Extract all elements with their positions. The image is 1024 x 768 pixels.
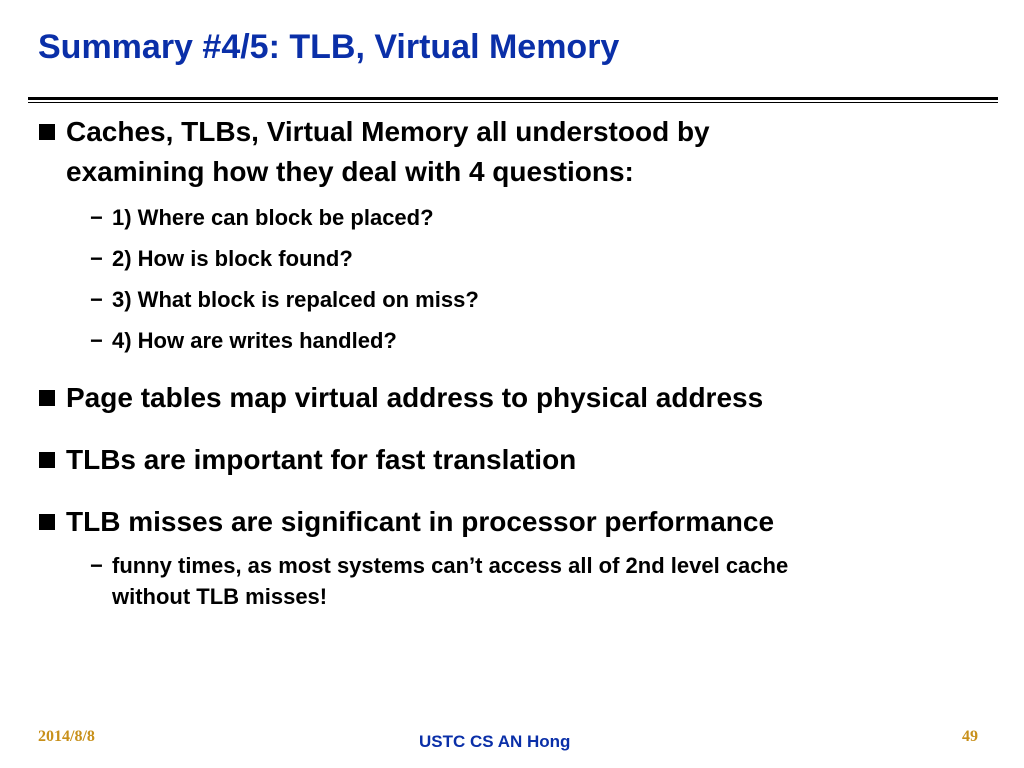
bullet-1-line-1: Caches, TLBs, Virtual Memory all underst…	[66, 116, 710, 147]
title-rule-thin	[28, 102, 998, 103]
square-bullet-icon	[39, 452, 55, 468]
sub-bullet-1-1: − 1) Where can block be placed?	[90, 202, 1002, 233]
sub-bullet-4-1-continued: without TLB misses!	[112, 581, 1002, 612]
bullet-3: TLBs are important for fast translation	[39, 440, 986, 480]
title-rule-thick	[28, 97, 998, 100]
bullet-4-text: TLB misses are significant in processor …	[66, 506, 775, 537]
dash-bullet-icon: −	[90, 287, 103, 312]
sub-bullet-text-line-2: without TLB misses!	[112, 584, 328, 609]
square-bullet-icon	[39, 124, 55, 140]
sub-bullet-text: 2) How is block found?	[112, 246, 353, 271]
sub-bullet-1-3: − 3) What block is repalced on miss?	[90, 284, 1002, 315]
bullet-2-text: Page tables map virtual address to physi…	[66, 382, 764, 413]
bullet-1-continued: examining how they deal with 4 questions…	[66, 152, 986, 192]
slide-title: Summary #4/5: TLB, Virtual Memory	[38, 28, 620, 66]
bullet-2: Page tables map virtual address to physi…	[39, 378, 986, 418]
sub-bullet-text: 3) What block is repalced on miss?	[112, 287, 479, 312]
footer-date: 2014/8/8	[38, 728, 95, 745]
sub-bullet-text: 4) How are writes handled?	[112, 328, 397, 353]
square-bullet-icon	[39, 514, 55, 530]
sub-bullet-text: funny times, as most systems can’t acces…	[112, 553, 789, 578]
bullet-1-line-2: examining how they deal with 4 questions…	[66, 156, 634, 187]
page-number: 49	[962, 728, 978, 745]
dash-bullet-icon: −	[90, 328, 103, 353]
dash-bullet-icon: −	[90, 205, 103, 230]
bullet-3-text: TLBs are important for fast translation	[66, 444, 577, 475]
sub-bullet-text: 1) Where can block be placed?	[112, 205, 434, 230]
square-bullet-icon	[39, 390, 55, 406]
bullet-4: TLB misses are significant in processor …	[39, 502, 986, 542]
bullet-1: Caches, TLBs, Virtual Memory all underst…	[39, 112, 986, 152]
footer-author: USTC CS AN Hong	[419, 732, 571, 751]
sub-bullet-1-2: − 2) How is block found?	[90, 243, 1002, 274]
sub-bullet-1-4: − 4) How are writes handled?	[90, 325, 1002, 356]
dash-bullet-icon: −	[90, 553, 103, 578]
sub-bullet-4-1: − funny times, as most systems can’t acc…	[90, 550, 1002, 581]
dash-bullet-icon: −	[90, 246, 103, 271]
